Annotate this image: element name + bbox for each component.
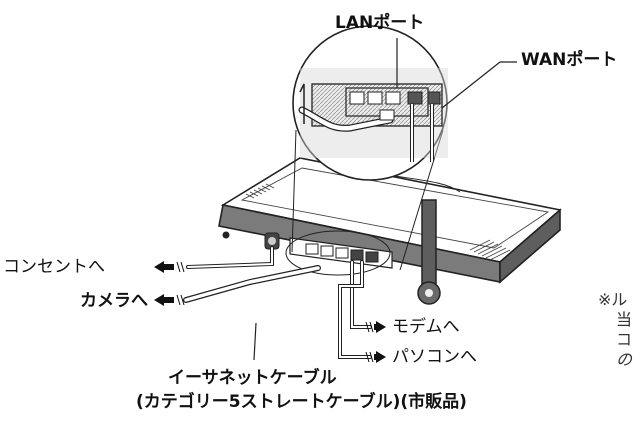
arrow-right-icon	[365, 351, 386, 363]
router-body	[218, 157, 562, 284]
arrow-left-icon	[154, 294, 185, 306]
note-line-2: 当	[616, 310, 633, 329]
antenna	[417, 199, 441, 305]
body-ports	[305, 243, 379, 263]
arrow-left-icon	[154, 261, 185, 273]
pc-label: パソコンへ	[392, 347, 477, 367]
power-jack	[222, 231, 280, 250]
wan-port-label: WANポート	[521, 50, 618, 70]
note-line-1: ※ル	[598, 290, 628, 309]
direction-arrows	[154, 261, 386, 363]
cables	[183, 246, 372, 359]
router-vents	[245, 183, 511, 261]
note-line-3: コ	[616, 330, 633, 349]
label-leaders	[253, 38, 517, 361]
outlet-label: コンセントへ	[3, 257, 105, 277]
lan-port-label: LANポート	[335, 13, 425, 33]
magnified-port-callout	[285, 25, 448, 276]
modem-label: モデムへ	[392, 317, 460, 337]
note-line-4: の	[616, 350, 633, 369]
camera-label: カメラへ	[80, 291, 148, 311]
cable-label-line1: イーサネットケーブル	[168, 368, 337, 388]
arrow-right-icon	[365, 321, 386, 333]
cable-label-line2: (カテゴリー5ストレートケーブル)(市販品)	[136, 392, 467, 412]
